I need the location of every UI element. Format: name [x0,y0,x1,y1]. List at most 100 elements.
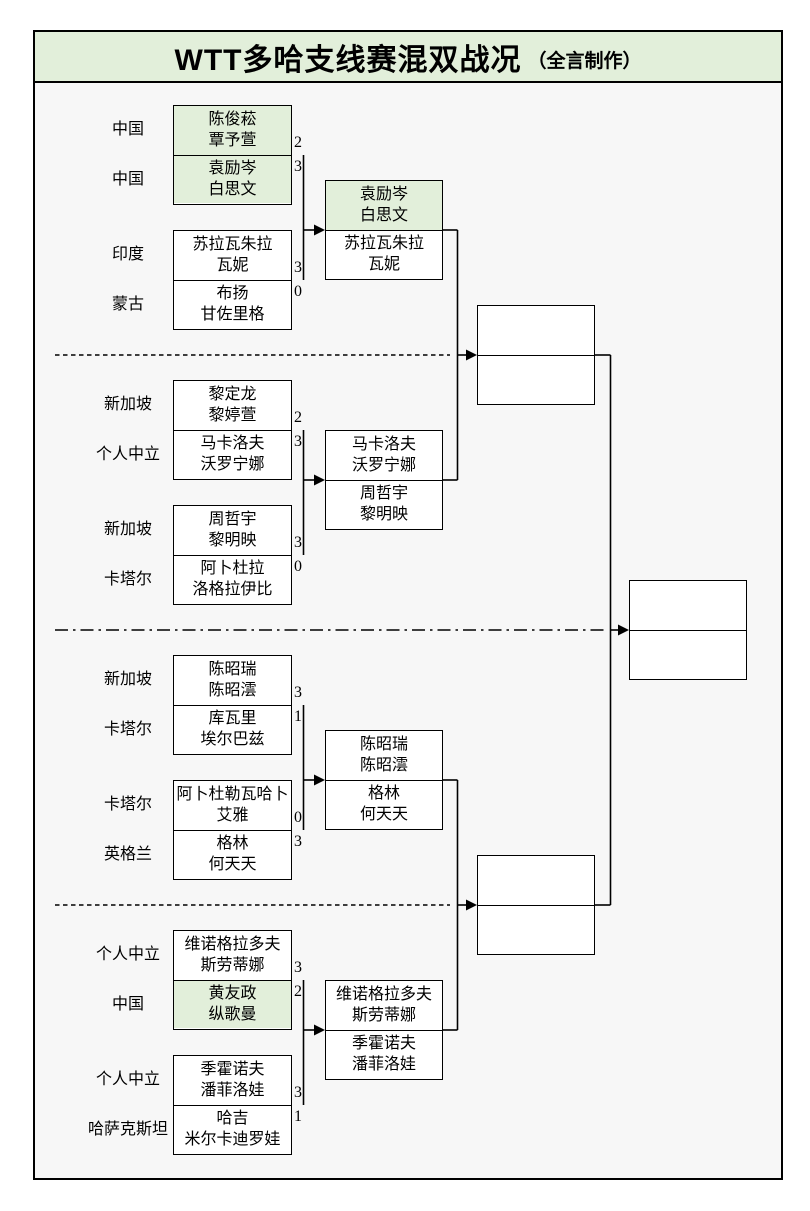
player-name: 黎明映 [208,532,257,550]
round2-match: 袁励岑 白思文 苏拉瓦朱拉 瓦妮 [325,180,443,280]
team-box: 维诺格拉多夫 斯劳蒂娜 [326,981,442,1030]
player-name: 苏拉瓦朱拉 [343,235,424,253]
team-box: 哈吉 米尔卡迪罗娃 [174,1104,291,1153]
score-label: 3 [294,959,302,976]
team-box: 马卡洛夫 沃罗宁娜 [174,429,291,478]
country-label: 中国 [111,996,144,1013]
player-name: 瓦妮 [216,257,249,275]
country-label: 蒙古 [111,296,144,313]
page-subtitle: （全言制作） [527,51,642,72]
player-name: 瓦妮 [367,256,400,274]
score-label: 2 [294,409,302,426]
player-name: 周哲宇 [359,485,408,503]
score-label: 0 [294,283,302,300]
team-box: 马卡洛夫 沃罗宁娜 [326,431,442,480]
team-box: 格林 何天天 [326,779,442,828]
player-name: 阿卜杜勒瓦哈卜 [176,786,289,804]
team-box: 苏拉瓦朱拉 瓦妮 [174,231,291,280]
team-box: 陈俊菘 覃予萱 [174,106,291,155]
country-label: 卡塔尔 [103,721,152,738]
score-label: 3 [294,833,302,850]
player-name: 黎明映 [359,506,408,524]
score-label: 2 [294,983,302,1000]
round2-match: 维诺格拉多夫 斯劳蒂娜 季霍诺夫 潘菲洛娃 [325,980,443,1080]
round1-match: 陈俊菘 覃予萱 袁励岑 白思文 [173,105,292,205]
player-name: 袁励岑 [359,186,408,204]
team-box-empty [478,856,594,905]
country-label: 个人中立 [95,1071,160,1088]
player-name: 袁励岑 [208,160,257,178]
country-label: 中国 [111,171,144,188]
score-label: 0 [294,809,302,826]
round2-match: 陈昭瑞 陈昭澐 格林 何天天 [325,730,443,830]
score-label: 3 [294,684,302,701]
country-label: 新加坡 [103,521,152,538]
round1-match: 维诺格拉多夫 斯劳蒂娜 黄友政 纵歌曼 [173,930,292,1030]
player-name: 覃予萱 [208,132,257,150]
final-match-box [629,580,747,680]
player-name: 潘菲洛娃 [200,1082,265,1100]
round1-match: 苏拉瓦朱拉 瓦妮 布扬 甘佐里格 [173,230,292,330]
score-label: 3 [294,534,302,551]
team-box: 周哲宇 黎明映 [326,479,442,528]
player-name: 洛格拉伊比 [192,581,273,599]
team-box: 苏拉瓦朱拉 瓦妮 [326,229,442,278]
country-label: 卡塔尔 [103,796,152,813]
player-name: 季霍诺夫 [351,1035,416,1053]
team-box-empty [478,306,594,355]
country-label: 新加坡 [103,396,152,413]
player-name: 甘佐里格 [200,306,265,324]
team-box-empty [478,354,594,403]
player-name: 陈昭瑞 [359,736,408,754]
country-label: 哈萨克斯坦 [87,1121,168,1138]
player-name: 维诺格拉多夫 [184,936,281,954]
score-label: 3 [294,1084,302,1101]
score-label: 0 [294,558,302,575]
player-name: 陈昭澐 [208,682,257,700]
player-name: 苏拉瓦朱拉 [192,236,273,254]
player-name: 季霍诺夫 [200,1061,265,1079]
round1-match: 周哲宇 黎明映 阿卜杜拉 洛格拉伊比 [173,505,292,605]
team-box: 季霍诺夫 潘菲洛娃 [326,1029,442,1078]
country-label: 个人中立 [95,946,160,963]
team-box: 格林 何天天 [174,829,291,878]
player-name: 沃罗宁娜 [351,457,416,475]
player-name: 库瓦里 [208,710,257,728]
team-box: 季霍诺夫 潘菲洛娃 [174,1056,291,1105]
score-label: 3 [294,158,302,175]
country-label: 个人中立 [95,446,160,463]
player-name: 斯劳蒂娜 [351,1007,416,1025]
player-name: 白思文 [359,207,408,225]
title-bar: WTT多哈支线赛混双战况 （全言制作） [33,30,783,83]
score-label: 3 [294,433,302,450]
player-name: 潘菲洛娃 [351,1056,416,1074]
player-name: 格林 [367,785,400,803]
player-name: 黄友政 [208,985,257,1003]
player-name: 马卡洛夫 [200,435,265,453]
player-name: 黎定龙 [208,386,257,404]
semifinal-match-box [477,855,595,955]
round2-match: 马卡洛夫 沃罗宁娜 周哲宇 黎明映 [325,430,443,530]
team-box-empty [630,581,746,630]
player-name: 哈吉 [216,1110,249,1128]
player-name: 格林 [216,835,249,853]
player-name: 马卡洛夫 [351,436,416,454]
player-name: 阿卜杜拉 [200,560,265,578]
player-name: 米尔卡迪罗娃 [184,1131,281,1149]
player-name: 陈昭澐 [359,757,408,775]
player-name: 维诺格拉多夫 [335,986,432,1004]
score-label: 2 [294,134,302,151]
player-name: 埃尔巴兹 [200,731,265,749]
round1-match: 陈昭瑞 陈昭澐 库瓦里 埃尔巴兹 [173,655,292,755]
team-box: 阿卜杜勒瓦哈卜 艾雅 [174,781,291,830]
team-box: 周哲宇 黎明映 [174,506,291,555]
player-name: 纵歌曼 [208,1006,257,1024]
team-box: 黎定龙 黎婷萱 [174,381,291,430]
team-box: 维诺格拉多夫 斯劳蒂娜 [174,931,291,980]
team-box: 陈昭瑞 陈昭澐 [326,731,442,780]
player-name: 陈俊菘 [208,111,257,129]
country-label: 中国 [111,121,144,138]
player-name: 周哲宇 [208,511,257,529]
round1-match: 黎定龙 黎婷萱 马卡洛夫 沃罗宁娜 [173,380,292,480]
player-name: 沃罗宁娜 [200,456,265,474]
